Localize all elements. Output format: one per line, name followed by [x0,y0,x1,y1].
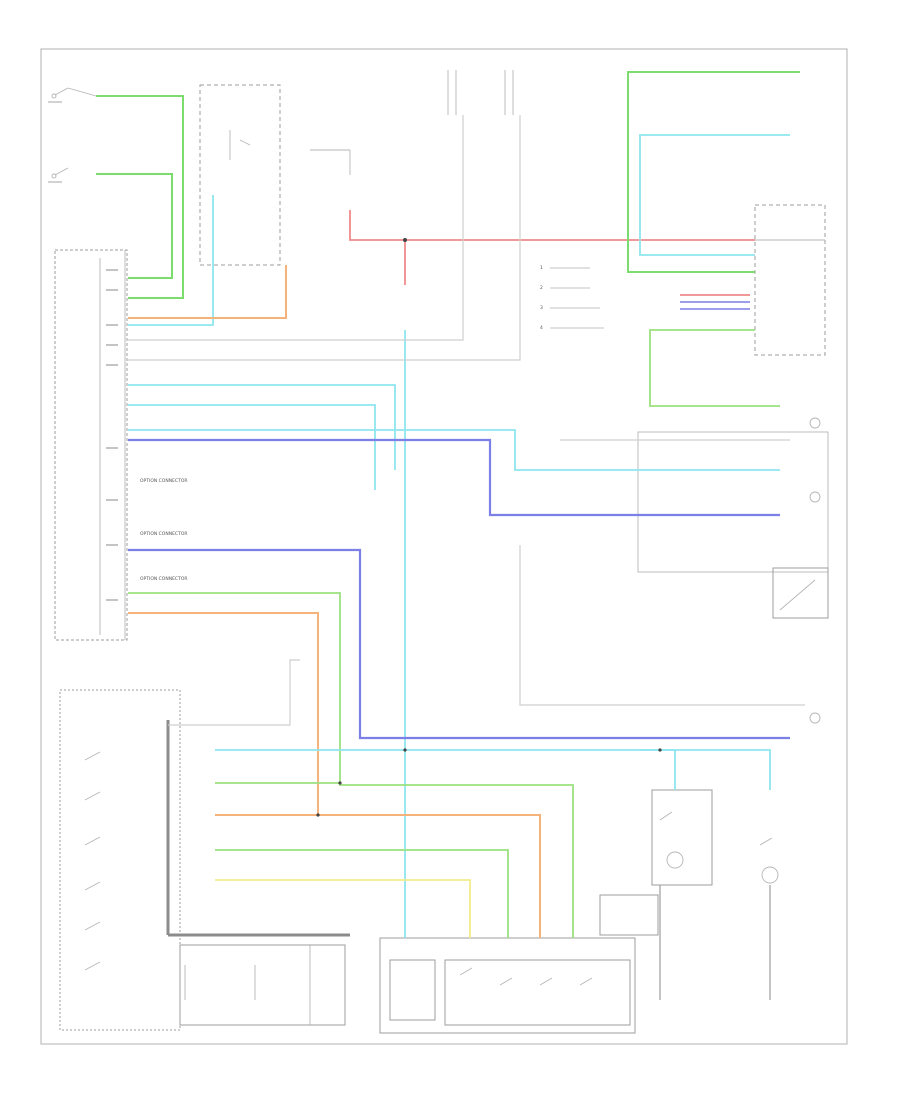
left-door-switch [48,87,97,103]
wire-cyan-bottom [215,749,676,790]
wire-green-1 [96,95,184,299]
option-connector-label-2: OPTION CONNECTOR [140,531,188,537]
legend: 1 2 3 4 [540,265,604,331]
diagram-frame [40,48,848,1045]
svg-text:1: 1 [540,265,543,271]
wire-cyan-top-left [128,195,214,326]
wire-orange-bottom [128,612,541,938]
wire-red [349,210,755,241]
wire-grey-1 [128,115,464,341]
body-control-module [54,249,128,641]
option-connector-label-3: OPTION CONNECTOR [140,576,188,582]
option-connector-label-1: OPTION CONNECTOR [140,478,188,484]
connector-pins [106,269,118,601]
junction-panel [637,431,829,573]
wire-cyan-2 [128,384,396,470]
front-console-switches [59,689,346,1031]
overhead-console-unit [379,894,659,1034]
svg-text:2: 2 [540,285,543,291]
map-light-assembly [759,837,779,884]
svg-text:3: 3 [540,305,543,311]
wire-lgreen-bottom [128,592,574,938]
wire-green-harness-2 [215,849,509,938]
wire-cyan-3 [128,429,780,471]
fuse-relay-box [447,70,514,115]
trunk-light [772,567,829,619]
wire-blue-1 [128,438,780,517]
under-dash-fuse-box [754,204,826,356]
wire-orange-top [128,265,287,319]
wire-green-right [627,71,800,273]
gauge-control-module [651,789,713,886]
wire-yellow [215,879,471,938]
passenger-door-switch [48,167,69,183]
svg-text:4: 4 [540,325,543,331]
wire-blue-2 [128,548,790,740]
wire-green-2 [96,173,173,279]
ground-symbols [809,417,821,724]
wire-green-right-2 [649,329,780,407]
ignition-relay-box [199,84,351,266]
